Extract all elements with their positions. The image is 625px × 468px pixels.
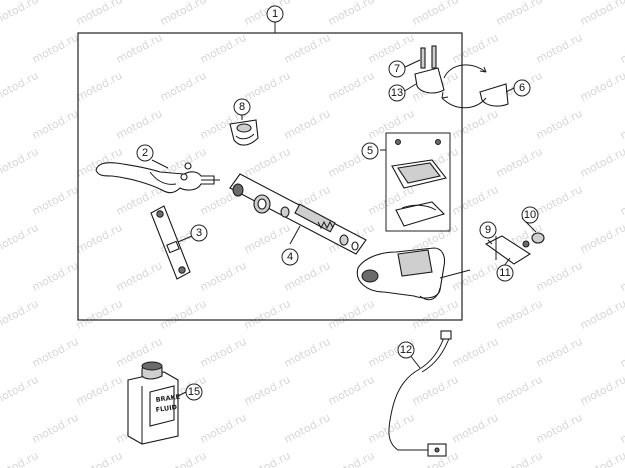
bottle-label-line-1: BRAKE bbox=[155, 393, 180, 404]
cover-kit-frame bbox=[385, 132, 451, 232]
callout-6-number: 6 bbox=[519, 82, 525, 94]
callout-11: 11 bbox=[496, 264, 514, 282]
master-cylinder bbox=[356, 247, 471, 301]
callout-15-number: 15 bbox=[188, 386, 200, 398]
callout-15: 15 bbox=[185, 383, 203, 401]
callout-6: 6 bbox=[513, 79, 531, 97]
cover-kit bbox=[380, 132, 451, 232]
callout-10-number: 10 bbox=[524, 209, 536, 221]
assembly-frame bbox=[77, 32, 463, 321]
callout-1-number: 1 bbox=[272, 8, 278, 20]
callout-12: 12 bbox=[397, 341, 415, 359]
lever-pin bbox=[150, 205, 191, 280]
callout-5-number: 5 bbox=[367, 145, 373, 157]
callout-11-number: 11 bbox=[499, 267, 510, 279]
callout-5: 5 bbox=[361, 142, 379, 160]
callout-9-number: 9 bbox=[485, 224, 491, 236]
callout-12-number: 12 bbox=[400, 344, 412, 356]
piston-kit bbox=[229, 173, 367, 255]
reservoir-cap bbox=[229, 119, 259, 146]
brake-switch-cable bbox=[388, 330, 452, 457]
callout-2: 2 bbox=[136, 144, 154, 162]
callout-2-number: 2 bbox=[142, 147, 148, 159]
callout-7: 7 bbox=[388, 60, 406, 78]
callout-3: 3 bbox=[190, 224, 208, 242]
handlebar-clamp bbox=[414, 45, 509, 109]
callout-7-number: 7 bbox=[394, 63, 400, 75]
callout-10: 10 bbox=[521, 206, 539, 224]
brake-lever bbox=[95, 162, 220, 194]
callout-4-number: 4 bbox=[287, 251, 293, 263]
callout-1: 1 bbox=[266, 5, 284, 23]
callout-4: 4 bbox=[281, 248, 299, 266]
brake-fluid-bottle: BRAKE FLUID bbox=[127, 361, 181, 445]
callout-9: 9 bbox=[479, 221, 497, 239]
callout-layer: 1 2 3 4 5 6 7 8 9 10 11 12 13 15 bbox=[136, 5, 539, 401]
callout-8: 8 bbox=[233, 98, 251, 116]
callout-13: 13 bbox=[388, 84, 406, 102]
callout-8-number: 8 bbox=[239, 101, 245, 113]
bottle-label-line-2: FLUID bbox=[155, 403, 178, 414]
banjo-fitting bbox=[484, 232, 545, 265]
callout-3-number: 3 bbox=[196, 227, 202, 239]
callout-13-number: 13 bbox=[391, 87, 403, 99]
